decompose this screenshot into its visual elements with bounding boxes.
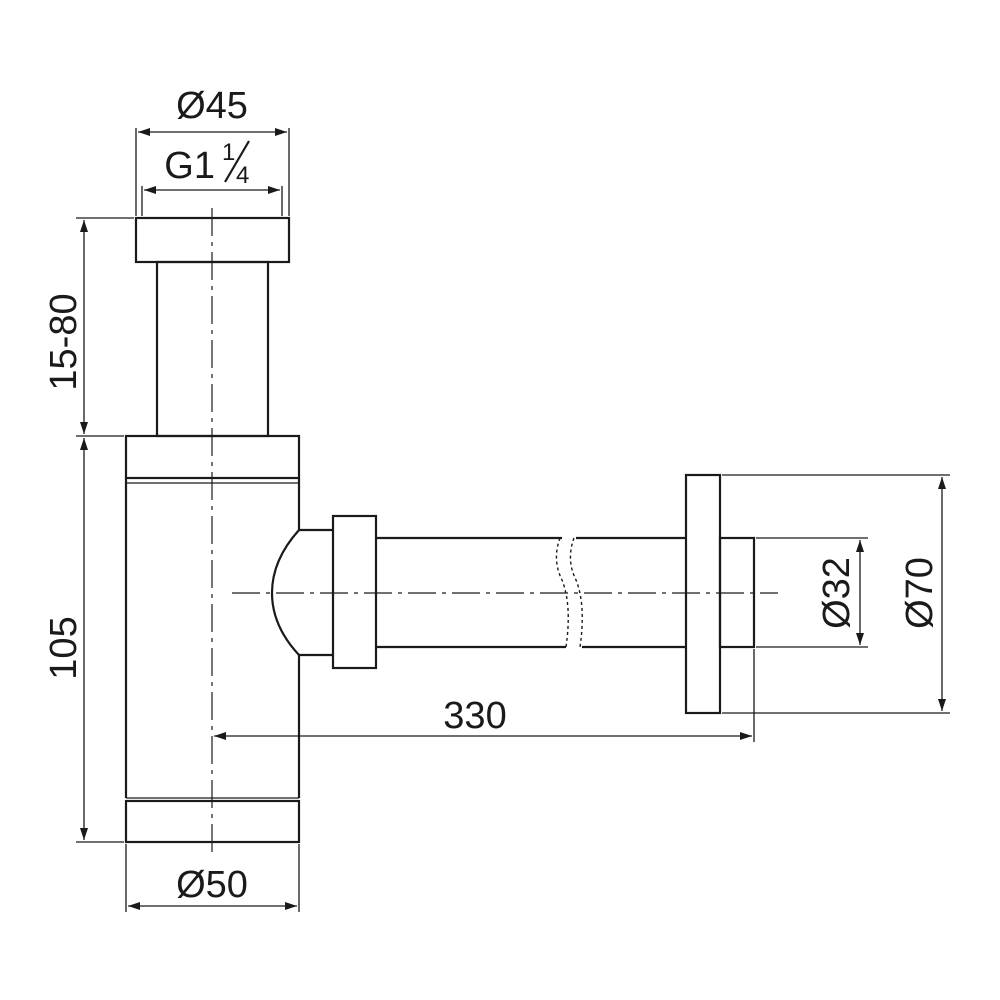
pipe-break-right — [569, 537, 583, 648]
label-thread-prefix: G1 — [164, 145, 215, 187]
label-pipe-diameter: Ø32 — [816, 557, 858, 629]
label-thread-numerator: 1 — [222, 139, 235, 166]
pipe-break-left — [555, 537, 569, 648]
outlet-pipe-left — [376, 536, 566, 649]
label-height-adjustable: 15-80 — [43, 293, 85, 390]
label-thread-denominator: 4 — [236, 162, 249, 189]
label-body-height: 105 — [43, 616, 85, 679]
center-lines — [211, 208, 778, 855]
wall-flange — [684, 473, 722, 715]
label-flange-diameter: Ø70 — [899, 557, 941, 629]
label-body-diameter: Ø50 — [176, 864, 248, 906]
body-right-edge — [297, 478, 333, 798]
outlet-nut — [331, 514, 378, 670]
trap-parts — [124, 216, 756, 844]
outlet-pipe-right — [576, 536, 686, 649]
label-top-diameter: Ø45 — [176, 85, 248, 127]
outlet-bulge — [270, 529, 300, 656]
dimension-lines — [76, 128, 950, 912]
thread-fraction-slash — [224, 140, 250, 183]
label-outlet-length: 330 — [443, 695, 506, 737]
dimension-labels: Ø45 G1 1 4 15-80 105 Ø50 330 Ø32 Ø70 — [43, 85, 941, 906]
